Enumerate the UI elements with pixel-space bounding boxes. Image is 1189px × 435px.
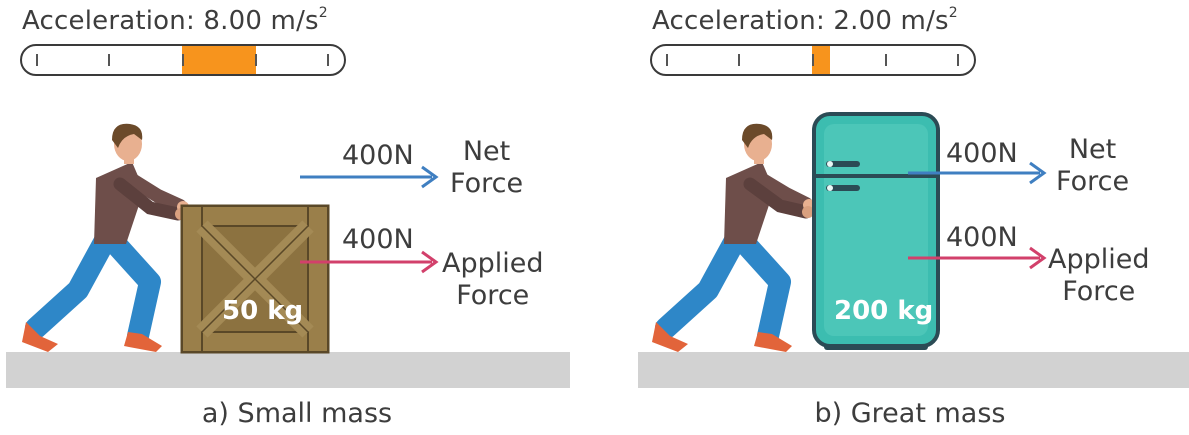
acceleration-gauge — [20, 44, 346, 76]
acceleration-gauge-fill — [182, 46, 256, 74]
mass-label: 50 kg — [222, 296, 304, 326]
net-force-value: 400N — [342, 140, 414, 171]
gauge-tick — [255, 54, 257, 66]
gauge-tick — [182, 54, 184, 66]
caption: b) Great mass — [814, 398, 1006, 429]
gauge-tick — [738, 54, 740, 66]
ground — [6, 352, 570, 388]
person-pushing-icon — [652, 123, 815, 352]
applied-force-value: 400N — [946, 222, 1018, 253]
acceleration-readout: Acceleration: 2.00 m/s2 — [652, 5, 958, 36]
person-pushing-icon — [22, 123, 189, 352]
crate-icon — [180, 204, 330, 354]
gauge-tick — [327, 54, 329, 66]
panel-b-illustration — [652, 112, 1047, 352]
acceleration-gauge-fill — [812, 46, 830, 74]
gauge-tick — [812, 54, 814, 66]
panel-a-illustration — [22, 123, 439, 354]
gauge-tick — [885, 54, 887, 66]
acceleration-gauge — [650, 44, 976, 76]
ground — [638, 352, 1189, 388]
panel-great-mass: Acceleration: 2.00 m/s2 — [630, 0, 1189, 435]
net-force-value: 400N — [946, 138, 1018, 169]
panel-small-mass: Acceleration: 8.00 m/s2 — [0, 0, 594, 435]
gauge-tick — [36, 54, 38, 66]
caption: a) Small mass — [201, 398, 393, 429]
refrigerator-icon — [812, 112, 940, 350]
gauge-tick — [957, 54, 959, 66]
applied-force-value: 400N — [342, 224, 414, 255]
gauge-tick — [666, 54, 668, 66]
mass-label: 200 kg — [834, 296, 934, 326]
gauge-tick — [108, 54, 110, 66]
acceleration-readout: Acceleration: 8.00 m/s2 — [22, 5, 328, 36]
